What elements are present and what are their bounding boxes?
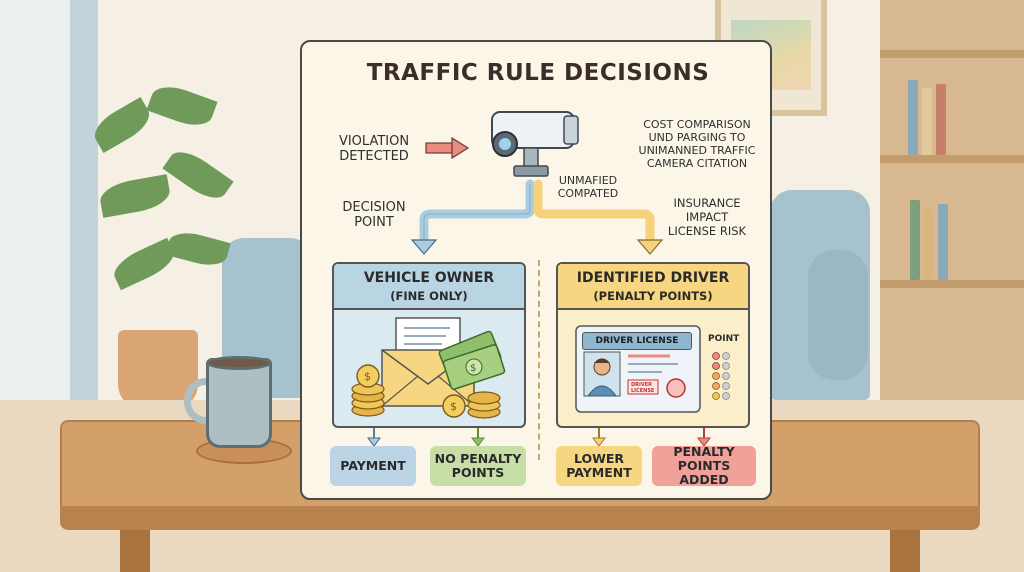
shelf-board	[880, 280, 1024, 288]
coffee-mug	[206, 358, 272, 448]
payment-arrow-icon	[367, 428, 381, 447]
stamp-line: LICENSE	[631, 388, 655, 394]
mug-handle	[184, 378, 218, 424]
svg-text:$: $	[450, 400, 457, 413]
vehicle-owner-title: VEHICLE OWNER	[363, 270, 495, 286]
lower-payment-line: LOWER	[573, 451, 625, 466]
security-camera-icon	[491, 111, 579, 177]
camera-note-label: UNMAFIED COMPATED	[546, 174, 630, 200]
blue-path-arrow	[419, 179, 535, 247]
cost-line: CAMERA CITATION	[646, 157, 748, 170]
curtain	[70, 0, 98, 420]
coffee-surface	[206, 356, 272, 370]
vehicle-owner-header: VEHICLE OWNER (FINE ONLY)	[334, 264, 524, 310]
camera-note-line: UNMAFIED	[558, 174, 618, 187]
cost-comparison-note: COST COMPARISON UND PARGING TO UNIMANNED…	[622, 118, 772, 170]
path-divider	[538, 260, 540, 460]
penalty-line: PENALTY	[673, 444, 735, 459]
insurance-line: LICENSE RISK	[667, 224, 747, 238]
svg-text:$: $	[364, 370, 371, 383]
lower-payment-badge: LOWER PAYMENT	[556, 446, 642, 486]
book	[936, 84, 946, 155]
insurance-line: IMPACT	[685, 210, 729, 224]
identified-driver-subtitle: (PENALTY POINTS)	[593, 289, 713, 303]
payment-badge: PAYMENT	[330, 446, 416, 486]
point-label: POINT	[708, 334, 740, 344]
book	[922, 88, 932, 155]
coins-icon: $	[442, 391, 501, 419]
lower-payment-line: PAYMENT	[566, 465, 632, 480]
penalty-points-badge: PENALTY POINTS ADDED	[652, 444, 756, 487]
violation-arrow-icon	[425, 136, 470, 160]
table-edge	[60, 506, 980, 530]
no-penalty-line: POINTS	[451, 465, 505, 480]
no-penalty-line: NO PENALTY	[434, 451, 522, 466]
violation-detected-label: VIOLATION DETECTED	[324, 134, 424, 164]
violation-line: VIOLATION	[338, 134, 410, 149]
decision-point-label: DECISION POINT	[324, 200, 424, 230]
bookshelf	[880, 0, 1024, 400]
decision-line: POINT	[354, 215, 394, 230]
sofa-arm	[808, 250, 868, 380]
penalty-arrow-icon	[697, 428, 711, 447]
book	[924, 208, 934, 280]
decision-line: DECISION	[342, 200, 406, 215]
shelf-board	[880, 155, 1024, 163]
stamp-line: DRIVER	[631, 382, 652, 388]
cost-line: UND PARGING TO	[648, 131, 746, 144]
no-penalty-arrow-icon	[471, 428, 485, 447]
identified-driver-header: IDENTIFIED DRIVER (PENALTY POINTS)	[558, 264, 748, 310]
violation-line: DETECTED	[339, 149, 409, 164]
cost-line: UNIMANNED TRAFFIC	[638, 144, 756, 157]
diagram-poster: TRAFFIC RULE DECISIONS	[300, 40, 772, 500]
yellow-path-arrow	[533, 179, 655, 247]
svg-text:$: $	[470, 363, 476, 374]
book	[910, 200, 920, 280]
table-leg	[120, 530, 150, 572]
insurance-line: INSURANCE	[673, 196, 741, 210]
book	[908, 80, 918, 155]
identified-driver-panel: IDENTIFIED DRIVER (PENALTY POINTS)	[556, 262, 750, 428]
fine-illustration: $ $ $	[351, 317, 506, 419]
flow-arrows	[367, 111, 711, 447]
lower-payment-arrow-icon	[592, 428, 606, 447]
book	[938, 204, 948, 280]
penalty-line: POINTS ADDED	[677, 458, 731, 487]
insurance-impact-note: INSURANCE IMPACT LICENSE RISK	[652, 196, 762, 238]
driver-license-label: DRIVER LICENSE	[582, 332, 692, 350]
cost-line: COST COMPARISON	[643, 118, 751, 131]
diagram-title: TRAFFIC RULE DECISIONS	[366, 60, 710, 86]
vehicle-owner-panel: VEHICLE OWNER (FINE ONLY) $	[332, 262, 526, 428]
shelf-board	[880, 50, 1024, 58]
camera-note-line: COMPATED	[557, 187, 619, 200]
identified-driver-title: IDENTIFIED DRIVER	[576, 270, 730, 286]
window	[0, 0, 70, 400]
avatar-icon	[587, 358, 617, 397]
table-leg	[890, 530, 920, 572]
vehicle-owner-subtitle: (FINE ONLY)	[390, 289, 468, 303]
no-penalty-badge: NO PENALTY POINTS	[430, 446, 526, 486]
money-icon: $	[438, 330, 506, 390]
penalty-points-column	[712, 352, 730, 400]
coins-icon: $	[351, 364, 385, 417]
payment-text: PAYMENT	[340, 458, 406, 473]
